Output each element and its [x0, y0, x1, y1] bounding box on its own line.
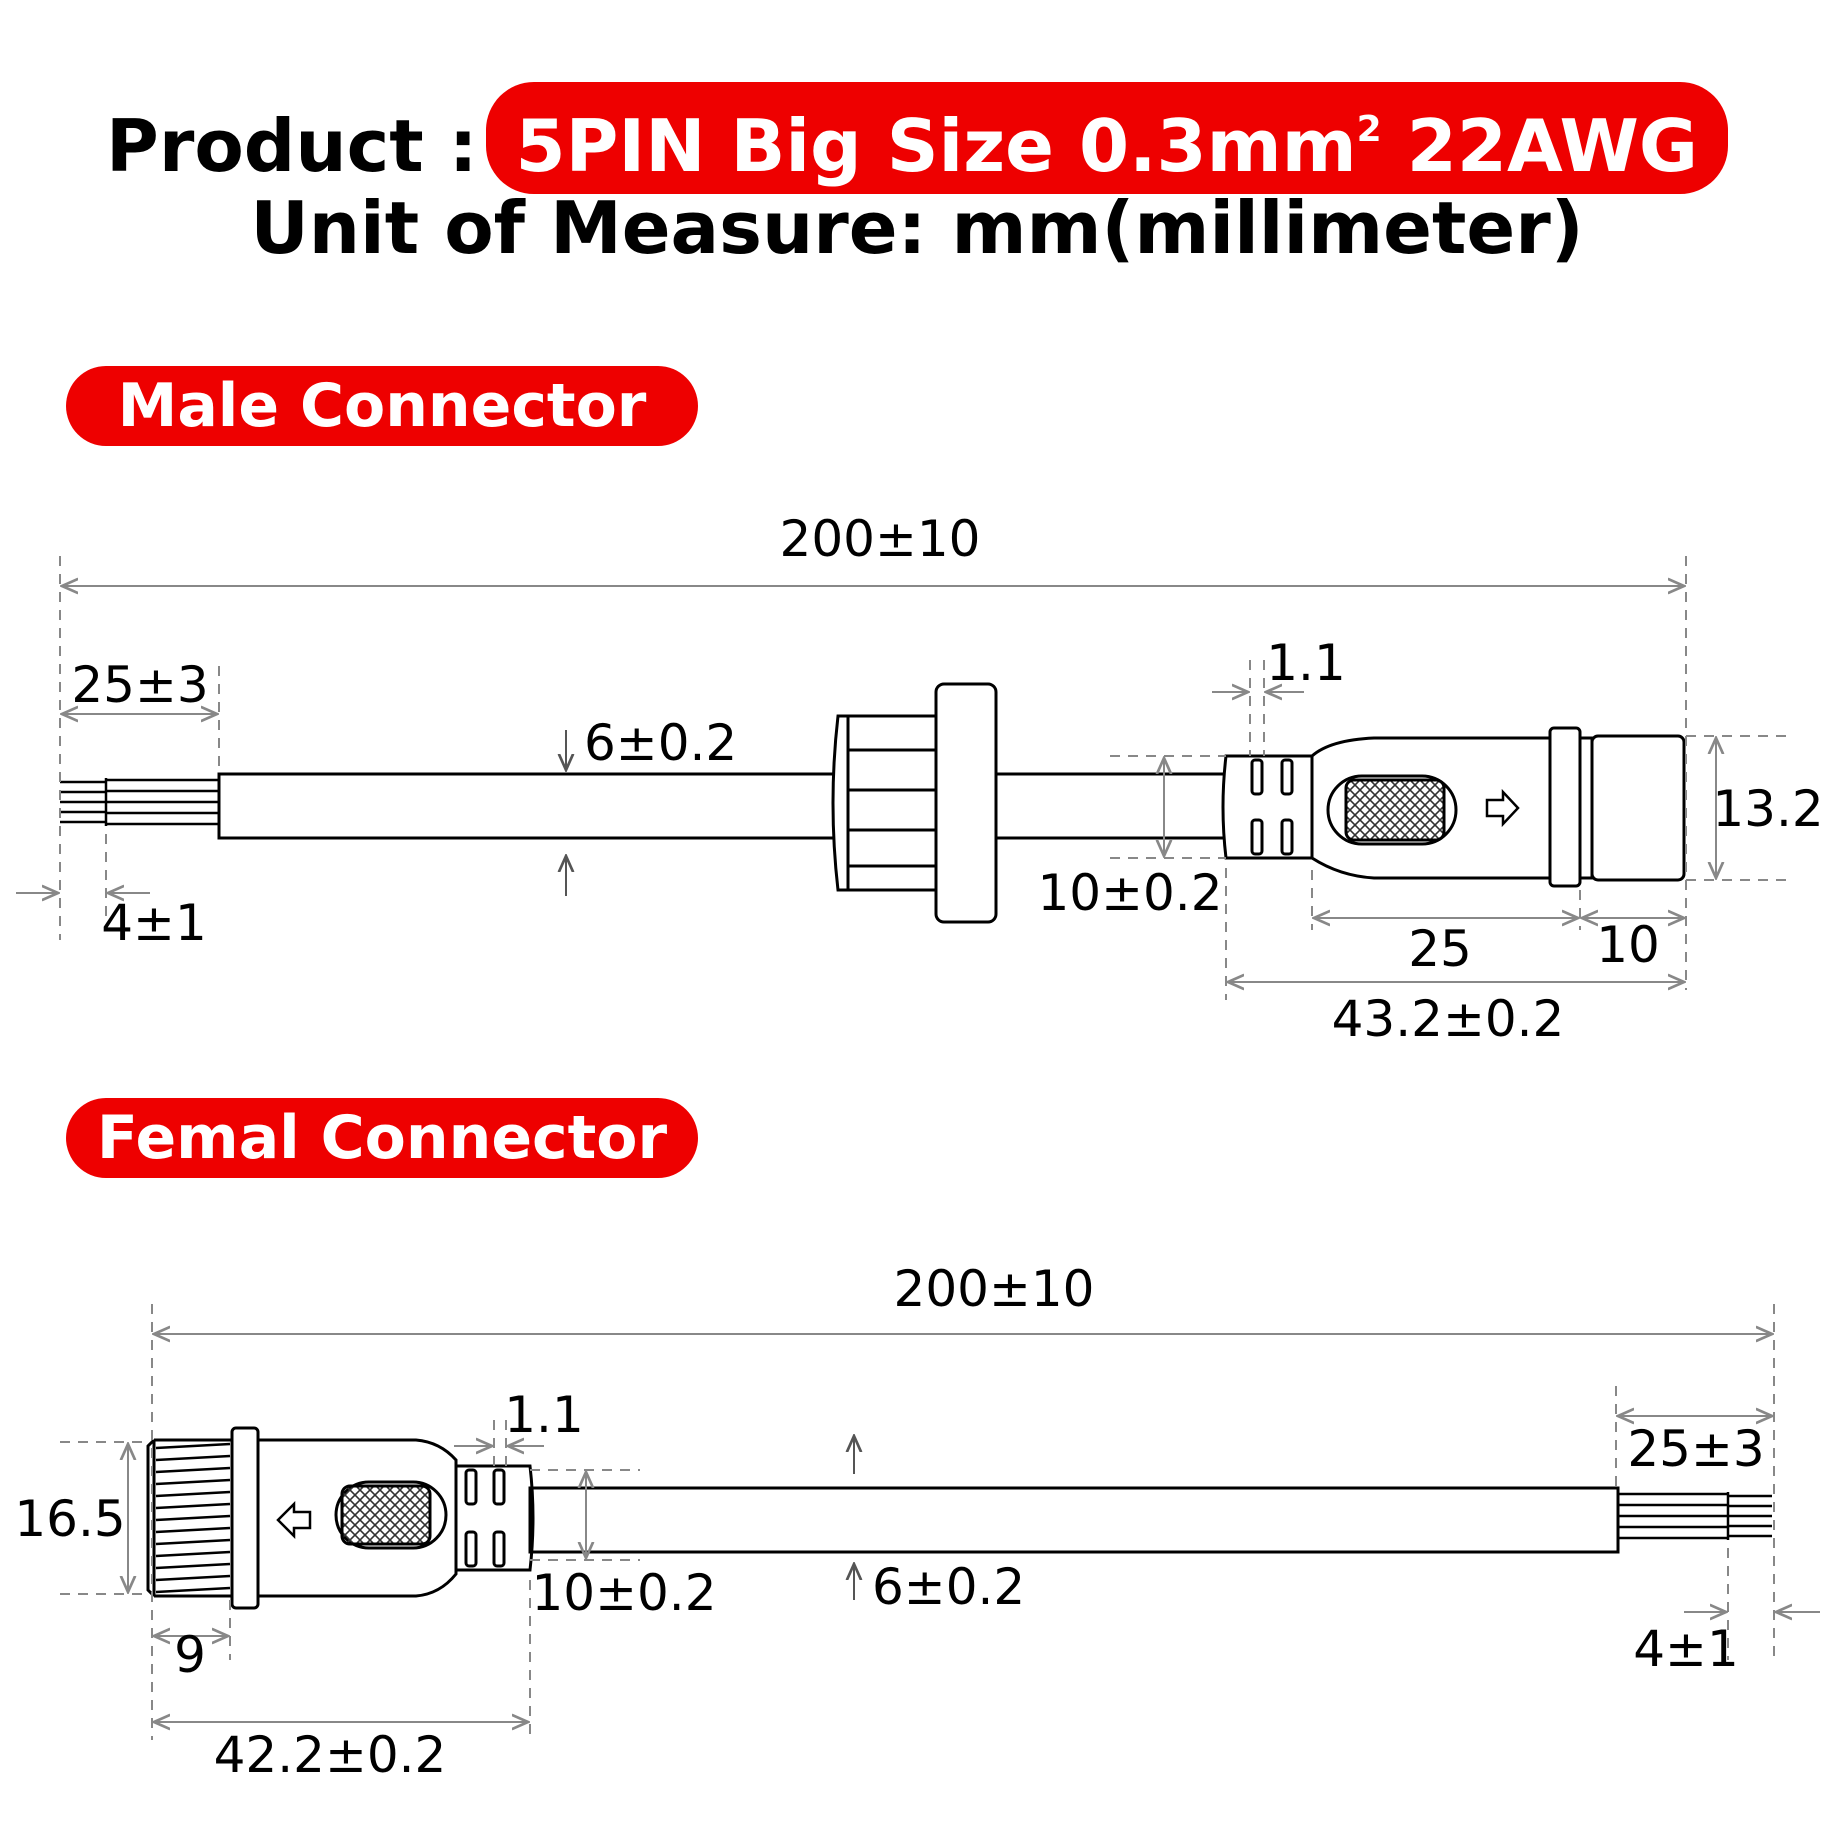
male-head [1590, 734, 1686, 882]
male-dimensions [16, 556, 1790, 1000]
male-dim-height: 13.2 [1712, 780, 1823, 838]
product-value: 5PIN Big Size 0.3mm [515, 104, 1357, 188]
arrow-left-icon [276, 1500, 312, 1540]
product-badge: 5PIN Big Size 0.3mm2 22AWG [485, 82, 1728, 194]
female-grip-window [334, 1480, 448, 1550]
male-connector-title: Male Connector [66, 366, 698, 446]
female-dim-strip: 25±3 [1627, 1420, 1764, 1478]
female-knurl-pad [340, 1484, 432, 1546]
product-line: Product :5PIN Big Size 0.3mm2 22AWG [0, 82, 1834, 194]
male-dim-total: 200±10 [780, 510, 981, 568]
male-boot [1221, 754, 1314, 860]
female-dim-thread: 9 [174, 1626, 206, 1684]
male-panel-nut [831, 682, 998, 924]
female-flange [230, 1426, 260, 1610]
product-awg: 22AWG [1381, 104, 1698, 188]
female-dim-cable: 6±0.2 [872, 1558, 1025, 1616]
product-superscript: 2 [1356, 109, 1382, 150]
male-wire-tips [60, 780, 106, 824]
female-dim-height: 16.5 [14, 1490, 125, 1548]
female-connector-title: Femal Connector [66, 1098, 698, 1178]
male-dim-gap: 1.1 [1266, 634, 1346, 692]
male-dim-tin: 4±1 [101, 894, 207, 952]
female-dim-total: 200±10 [894, 1260, 1095, 1318]
male-dim-strip: 25±3 [71, 656, 208, 714]
arrow-right-icon [1485, 788, 1520, 828]
male-dim-head: 10 [1596, 916, 1660, 974]
male-cable [217, 772, 1228, 840]
female-wire-tips [1728, 1494, 1772, 1538]
product-label: Product : [106, 104, 478, 188]
male-dim-cable: 6±0.2 [584, 714, 737, 772]
male-stripped-wires [104, 778, 219, 826]
female-dim-neck: 10±0.2 [531, 1564, 716, 1622]
male-collar [1548, 726, 1582, 888]
female-dimensions [60, 1304, 1820, 1740]
male-drawing [60, 682, 1686, 924]
male-knurl-pad [1344, 778, 1446, 842]
unit-line: Unit of Measure: mm(millimeter) [250, 186, 1584, 270]
female-cable [528, 1486, 1620, 1554]
male-dim-body: 25 [1408, 920, 1472, 978]
female-thread [146, 1438, 232, 1598]
male-dim-length: 43.2±0.2 [1332, 990, 1565, 1048]
male-dim-neck: 10±0.2 [1037, 864, 1222, 922]
female-stripped-wires [1618, 1492, 1730, 1540]
male-grip-window [1326, 774, 1458, 846]
female-drawing [146, 1426, 1772, 1610]
female-dim-length: 42.2±0.2 [214, 1726, 447, 1784]
female-boot [454, 1464, 535, 1572]
female-dim-gap: 1.1 [504, 1386, 584, 1444]
female-dim-tin: 4±1 [1633, 1620, 1739, 1678]
